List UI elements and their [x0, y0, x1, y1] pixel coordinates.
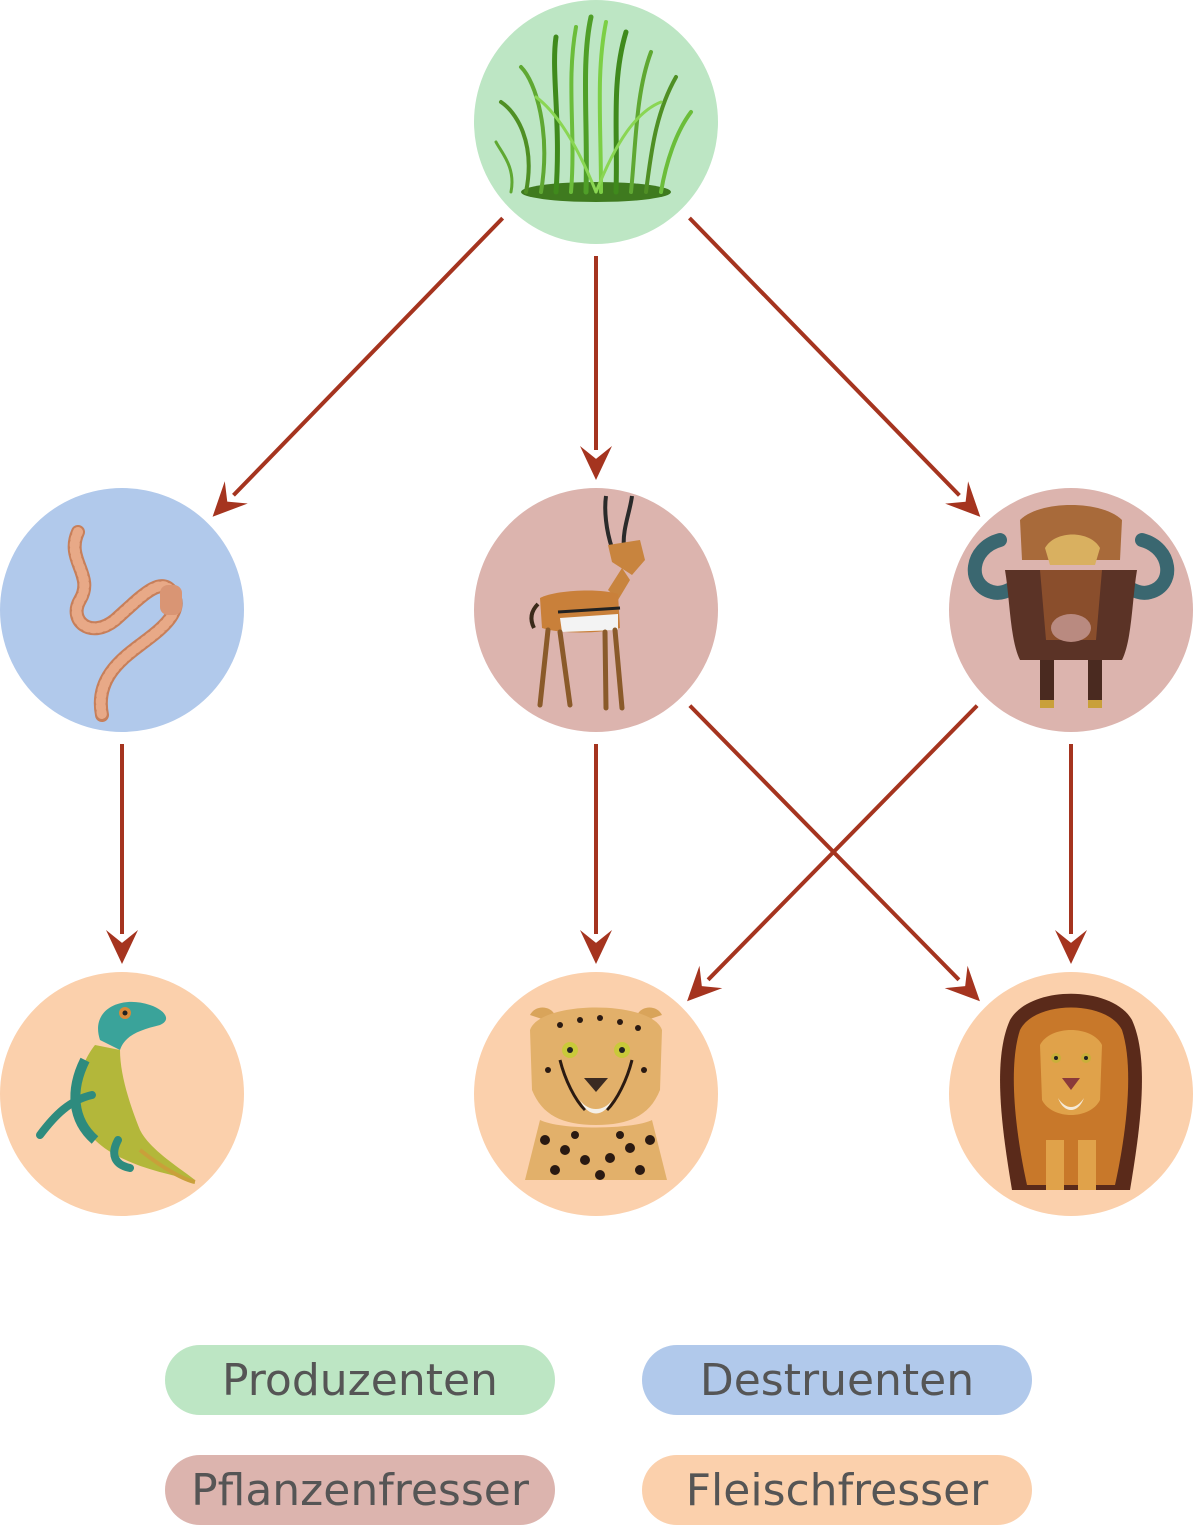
legend-decomposer: Destruenten — [642, 1345, 1032, 1415]
cheetah-icon — [525, 1007, 667, 1180]
arrow-buffalo-to-cheetah — [706, 704, 979, 982]
arrows-layer — [106, 216, 1087, 1002]
worm-icon — [67, 525, 183, 722]
node-cheetah — [474, 972, 718, 1216]
legend-producer: Produzenten — [165, 1345, 555, 1415]
arrow-grass-to-buffalo — [688, 216, 961, 497]
node-lion — [949, 972, 1193, 1216]
grass-icon — [494, 14, 693, 202]
arrowhead-grass-to-buffalo — [945, 481, 981, 517]
node-grass — [474, 0, 718, 244]
node-lizard — [0, 972, 244, 1216]
arrowhead-buffalo-to-cheetah — [687, 965, 723, 1002]
arrowhead-gazelle-to-cheetah — [580, 930, 612, 964]
arrowhead-grass-to-gazelle — [580, 446, 612, 480]
arrow-grass-to-worm — [232, 216, 505, 497]
arrowhead-buffalo-to-lion — [1055, 930, 1087, 964]
arrow-gazelle-to-lion — [688, 704, 961, 982]
arrowhead-gazelle-to-lion — [944, 965, 980, 1002]
legend-herbivore: Pflanzenfresser — [165, 1455, 555, 1525]
node-gazelle — [474, 488, 718, 732]
node-buffalo — [949, 488, 1193, 732]
lion-icon — [1000, 993, 1142, 1190]
legend-carnivore: Fleischfresser — [642, 1455, 1032, 1525]
gazelle-icon — [529, 495, 645, 711]
buffalo-icon — [967, 505, 1175, 708]
node-worm — [0, 488, 244, 732]
arrowhead-worm-to-lizard — [106, 930, 138, 964]
arrowhead-grass-to-worm — [212, 481, 248, 517]
lizard-icon — [36, 1001, 196, 1184]
grass-node-circle — [474, 0, 718, 244]
